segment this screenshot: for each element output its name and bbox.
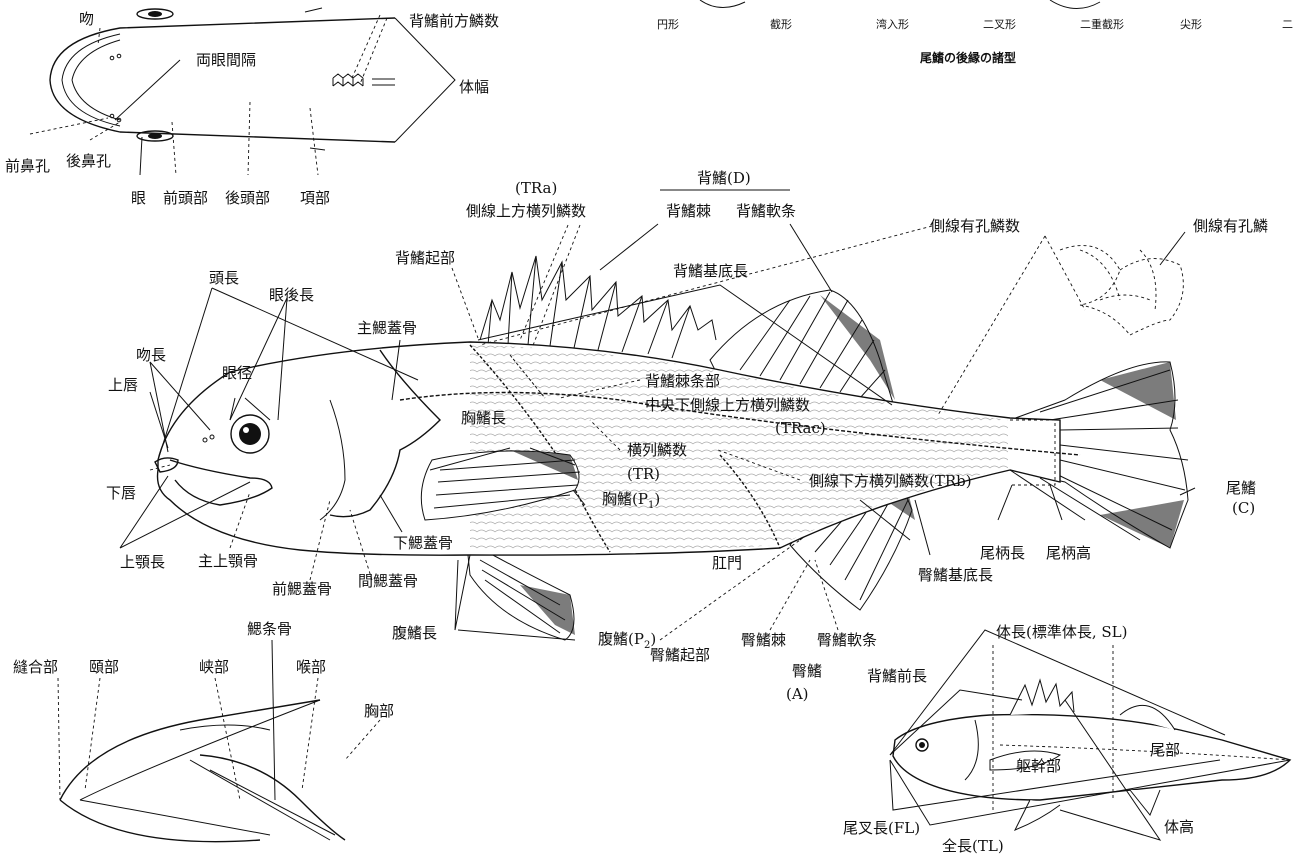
pelvic-fin-shape	[468, 548, 575, 640]
label-snout: 吻	[79, 10, 94, 28]
label-head-length: 頭長	[209, 269, 239, 287]
label-caudal-peduncle-length: 尾柄長	[980, 544, 1025, 562]
caudal-type-round: 円形	[657, 18, 679, 31]
label-anal-soft-rays: 臀鰭軟条	[817, 631, 877, 649]
label-forehead: 前頭部	[163, 189, 208, 207]
label-caudal-code: (C)	[1232, 499, 1255, 517]
label-dorsal-spiny-soft-part: 背鰭棘条部	[645, 372, 720, 390]
label-breast: 胸部	[364, 702, 394, 720]
label-tra-code: (TRa)	[515, 179, 557, 197]
label-symphysis: 縫合部	[13, 658, 58, 676]
label-dorsal-fin: 背鰭(D)	[697, 169, 751, 187]
caudal-fin-types: 円形 截形 湾入形 二叉形 二重截形 尖形 二 尾鰭の後縁の諸型	[657, 0, 1293, 65]
label-posterior-nostril: 後鼻孔	[66, 152, 111, 170]
label-total-length: 全長(TL)	[942, 837, 1004, 855]
caudal-type-double-truncate: 二重截形	[1080, 17, 1124, 31]
label-central-scales-above: 中央下側線上方横列鱗数	[645, 396, 810, 414]
predorsal-scales-shape	[333, 74, 395, 86]
label-snout-length: 吻長	[136, 346, 166, 364]
label-anal-code: (A)	[786, 685, 809, 703]
label-pelvic-fin: 腹鰭(P2)	[598, 630, 656, 651]
label-upper-lip: 上唇	[108, 376, 138, 394]
label-eye: 眼	[131, 189, 146, 207]
label-anal-spines: 臀鰭棘	[741, 631, 786, 649]
label-scales-below-lateral: 側線下方横列鱗数(TRb)	[809, 472, 972, 490]
caudal-types-caption: 尾鰭の後縁の諸型	[920, 50, 1016, 65]
label-postorbital-length: 眼後長	[269, 286, 314, 304]
label-eye-diameter: 眼径	[222, 364, 252, 382]
label-subopercle: 下鰓蓋骨	[393, 534, 453, 552]
label-pelvic-length: 腹鰭長	[392, 624, 437, 642]
label-lower-lip: 下唇	[106, 484, 136, 502]
label-maxilla: 主上顎骨	[198, 552, 258, 570]
label-throat: 喉部	[296, 658, 326, 676]
label-operculum: 主鰓蓋骨	[357, 319, 417, 337]
label-standard-length: 体長(標準体長, SL)	[996, 623, 1127, 641]
label-caudal-peduncle-depth: 尾柄高	[1046, 544, 1091, 562]
label-predorsal-length: 背鰭前長	[867, 667, 927, 685]
label-pored-lateral-line-scale: 側線有孔鱗	[1193, 217, 1268, 235]
label-preopercle: 前鰓蓋骨	[272, 580, 332, 598]
small-fish-measurements: 体長(標準体長, SL) 背鰭前長 尾部 躯幹部 尾叉長(FL) 全長(TL) …	[843, 623, 1290, 855]
label-scales-above-lateral: 側線上方横列鱗数	[466, 202, 586, 220]
label-anal-fin: 臀鰭	[792, 662, 822, 680]
label-nape: 項部	[300, 189, 330, 207]
label-tr-code: (TR)	[627, 465, 660, 483]
head-dorsal-view: 吻 両眼間隔 背鰭前方鱗数 体幅 前鼻孔 後鼻孔 眼 前頭部 後頭部 項部	[5, 8, 499, 207]
label-isthmus: 峡部	[199, 658, 229, 676]
caudal-type-truncate: 截形	[770, 17, 792, 31]
label-predorsal-scales: 背鰭前方鱗数	[409, 12, 499, 30]
caudal-type-cut: 二	[1282, 18, 1293, 31]
label-interopercle: 間鰓蓋骨	[358, 572, 418, 590]
label-transverse-scale-rows: 横列鱗数	[627, 441, 687, 459]
caudal-type-forked: 二叉形	[983, 18, 1016, 31]
label-dorsal-spines: 背鰭棘	[666, 202, 711, 220]
label-anal-base-length: 臀鰭基底長	[918, 566, 993, 584]
label-tail-region: 尾部	[1150, 741, 1180, 759]
label-dorsal-base-length: 背鰭基底長	[673, 262, 748, 280]
label-anal-origin: 臀鰭起部	[650, 646, 710, 664]
small-fish-body	[893, 715, 1290, 800]
caudal-type-emarginate: 湾入形	[876, 17, 909, 31]
label-pored-lateral-line-count: 側線有孔鱗数	[930, 217, 1020, 235]
label-chin: 頤部	[89, 658, 119, 676]
label-pectoral-length: 胸鰭長	[461, 409, 506, 427]
label-anterior-nostril: 前鼻孔	[5, 157, 50, 175]
head-ventral-view: 鰓条骨 縫合部 頤部 峡部 喉部 胸部	[13, 620, 394, 842]
label-dorsal-origin: 背鰭起部	[395, 249, 455, 267]
label-dorsal-soft-rays: 背鰭軟条	[736, 202, 796, 220]
label-trac-code: (TRac)	[775, 419, 826, 437]
label-trunk-region: 躯幹部	[1016, 757, 1061, 775]
label-fork-length: 尾叉長(FL)	[843, 819, 920, 837]
label-caudal-fin: 尾鰭	[1226, 479, 1256, 497]
label-interorbital: 両眼間隔	[196, 51, 256, 69]
caudal-type-pointed: 尖形	[1180, 18, 1202, 31]
label-body-width: 体幅	[459, 78, 489, 96]
label-body-depth: 体高	[1164, 818, 1194, 836]
label-upper-jaw-length: 上顎長	[120, 553, 165, 571]
label-occiput: 後頭部	[225, 189, 270, 207]
label-anus: 肛門	[712, 554, 742, 572]
label-branchiostegal-rays: 鰓条骨	[247, 620, 292, 638]
